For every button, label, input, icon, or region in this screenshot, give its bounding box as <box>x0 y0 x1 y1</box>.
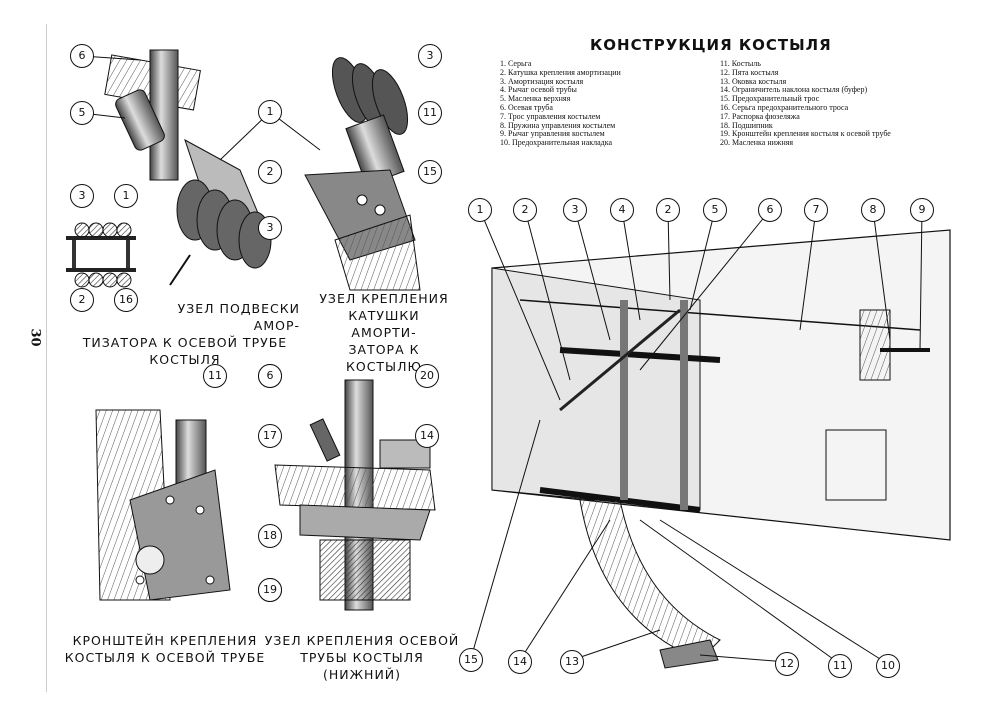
callout-marker: 12 <box>775 652 799 676</box>
caption-upper-mid: УЗЕЛ КРЕПЛЕНИЯ КАТУШКИ АМОРТИ- ЗАТОРА К … <box>318 290 450 375</box>
coil-mount-drawing <box>304 57 421 291</box>
fuselage-tail-drawing <box>491 229 951 669</box>
callout-marker: 14 <box>415 424 439 448</box>
caption-line: ТИЗАТОРА К ОСЕВОЙ ТРУБЕ КОСТЫЛЯ <box>82 335 288 367</box>
callout-marker: 11 <box>418 101 442 125</box>
legend-item: 3. Амортизация костыля <box>500 76 584 86</box>
callout-marker: 2 <box>70 288 94 312</box>
caption-line: КОСТЫЛЯ К ОСЕВОЙ ТРУБЕ <box>64 650 266 665</box>
diagram-title: КОНСТРУКЦИЯ КОСТЫЛЯ <box>590 36 832 54</box>
callout-marker: 13 <box>560 650 584 674</box>
caption-line: КАТУШКИ АМОРТИ- <box>348 308 420 340</box>
legend-item: 2. Катушка крепления амортизации <box>500 67 621 77</box>
tailskid-bracket-drawing <box>95 409 231 601</box>
callout-marker: 1 <box>468 198 492 222</box>
legend-item: 7. Трос управления костылем <box>500 111 601 121</box>
callout-marker: 8 <box>861 198 885 222</box>
callout-marker: 11 <box>203 364 227 388</box>
legend-item: 17. Распорка фюзеляжа <box>720 111 800 121</box>
legend-item: 20. Масленка нижняя <box>720 138 794 148</box>
callout-marker: 18 <box>258 524 282 548</box>
callout-marker: 20 <box>415 364 439 388</box>
legend-item: 4. Рычаг осевой трубы <box>500 85 577 95</box>
legend-item: 15. Предохранительный трос <box>720 94 820 104</box>
callout-marker: 4 <box>610 198 634 222</box>
callout-marker: 6 <box>258 364 282 388</box>
callout-marker: 3 <box>70 184 94 208</box>
legend-item: 14. Ограничитель наклона костыля (буфер) <box>720 85 868 95</box>
shock-absorber-mount-drawing <box>104 49 272 286</box>
caption-line: УЗЕЛ ПОДВЕСКИ АМОР- <box>177 301 300 333</box>
caption-line: КРОНШТЕЙН КРЕПЛЕНИЯ <box>72 633 258 648</box>
caption-line: УЗЕЛ КРЕПЛЕНИЯ <box>319 291 449 306</box>
caption-upper-left: УЗЕЛ ПОДВЕСКИ АМОР- ТИЗАТОРА К ОСЕВОЙ ТР… <box>83 300 310 368</box>
coil-detail-drawing <box>66 222 136 288</box>
callout-marker: 1 <box>258 100 282 124</box>
legend-item: 19. Кронштейн крепления костыля к осевой… <box>720 129 891 139</box>
callout-marker: 11 <box>828 654 852 678</box>
callout-marker: 17 <box>258 424 282 448</box>
callout-marker: 6 <box>758 198 782 222</box>
callout-marker: 14 <box>508 650 532 674</box>
callout-marker: 3 <box>563 198 587 222</box>
legend-right: 11. Костыль 12. Пята костыля 13. Оковка … <box>720 59 891 148</box>
legend-item: 12. Пята костыля <box>720 67 779 77</box>
legend-item: 8. Пружина управления костылем <box>500 120 616 130</box>
caption-line: УЗЕЛ КРЕПЛЕНИЯ ОСЕВОЙ <box>264 633 460 648</box>
callout-marker: 2 <box>513 198 537 222</box>
caption-line: ТРУБЫ КОСТЫЛЯ (НИЖНИЙ) <box>300 650 424 682</box>
legend-item: 6. Осевая труба <box>500 102 553 112</box>
legend-item: 11. Костыль <box>720 59 761 68</box>
legend-item: 9. Рычаг управления костылем <box>500 129 605 139</box>
callout-marker: 2 <box>656 198 680 222</box>
caption-line: ЗАТОРА К КОСТЫЛЮ <box>345 342 422 374</box>
caption-lower-left: КРОНШТЕЙН КРЕПЛЕНИЯ КОСТЫЛЯ К ОСЕВОЙ ТРУ… <box>60 632 270 666</box>
callout-marker: 5 <box>703 198 727 222</box>
callout-marker: 3 <box>418 44 442 68</box>
page-frame <box>46 24 981 692</box>
legend-item: 16. Серьга предохранительного троса <box>720 102 849 112</box>
callout-marker: 1 <box>114 184 138 208</box>
callout-marker: 3 <box>258 216 282 240</box>
callout-marker: 9 <box>910 198 934 222</box>
callout-marker: 5 <box>70 101 94 125</box>
legend-item: 10. Предохранительная накладка <box>500 138 613 148</box>
callout-marker: 7 <box>804 198 828 222</box>
callout-marker: 6 <box>70 44 94 68</box>
callout-marker: 19 <box>258 578 282 602</box>
callout-marker: 15 <box>418 160 442 184</box>
axial-tube-lower-mount-drawing <box>274 379 436 611</box>
legend-item: 13. Оковка костыля <box>720 76 787 86</box>
callout-marker: 15 <box>459 648 483 672</box>
legend-item: 18. Подшипник <box>720 120 773 130</box>
legend-item: 1. Серьга <box>500 59 532 68</box>
legend-left: 1. Серьга 2. Катушка крепления амортизац… <box>500 59 621 148</box>
legend-item: 5. Масленка верхняя <box>500 94 571 104</box>
callout-marker: 2 <box>258 160 282 184</box>
caption-lower-mid: УЗЕЛ КРЕПЛЕНИЯ ОСЕВОЙ ТРУБЫ КОСТЫЛЯ (НИЖ… <box>262 632 462 683</box>
callout-marker: 16 <box>114 288 138 312</box>
callout-marker: 10 <box>876 654 900 678</box>
